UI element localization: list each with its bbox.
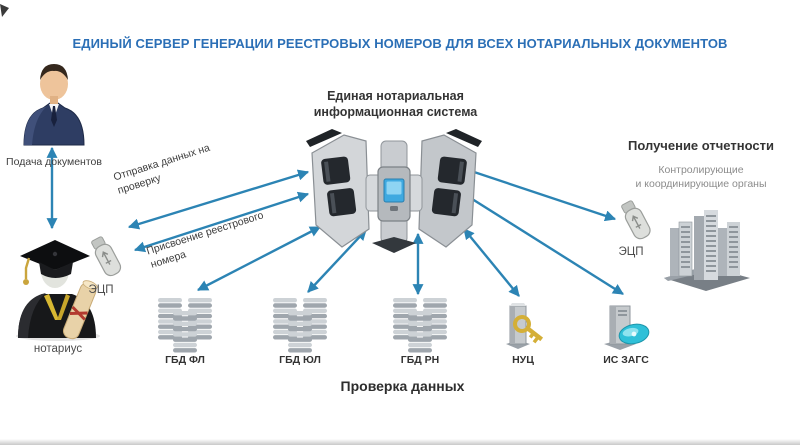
ecp-left-label: ЭЦП [88, 284, 114, 296]
notary-label: нотариус [33, 343, 83, 355]
submission-label: Подача документов [6, 156, 102, 168]
verification-caption: Проверка данных [340, 378, 465, 394]
db-label-gbd-rn: ГБД РН [400, 354, 440, 366]
ecp-right-label: ЭЦП [618, 246, 644, 258]
bottom-edge [0, 439, 800, 445]
notary-icon [16, 240, 100, 341]
flow-send-label: Отправка данных на проверку [112, 141, 212, 197]
central-server-icon [306, 129, 482, 253]
db-label-gbd-yul: ГБД ЮЛ [279, 354, 321, 366]
db-label-zags: ИС ЗАГС [603, 354, 649, 366]
flow-assign-label: Присвоение реестрового номера [145, 209, 266, 271]
page-title: ЕДИНЫЙ СЕРВЕР ГЕНЕРАЦИИ РЕЕСТРОВЫХ НОМЕР… [72, 36, 728, 51]
server-disc-icon [604, 305, 650, 350]
reporting-title: Получение отчетности [628, 138, 774, 153]
ecp-token-right-icon [621, 200, 651, 240]
db-label-gbd-fl: ГБД ФЛ [165, 354, 205, 366]
citizen-icon [23, 64, 85, 146]
system-title: Единая нотариальная информационная систе… [313, 89, 478, 119]
db-label-nuc: НУЦ [512, 354, 534, 366]
authorities-label: Контролирующие и координирующие органы [635, 164, 767, 191]
ecp-token-icon [91, 236, 122, 277]
server-key-icon [506, 303, 544, 349]
corner-mark [0, 4, 9, 17]
server-stack-icon [273, 298, 327, 353]
server-stack-icon [158, 298, 212, 353]
server-stack-icon [393, 298, 447, 353]
authorities-buildings-icon [664, 210, 750, 291]
